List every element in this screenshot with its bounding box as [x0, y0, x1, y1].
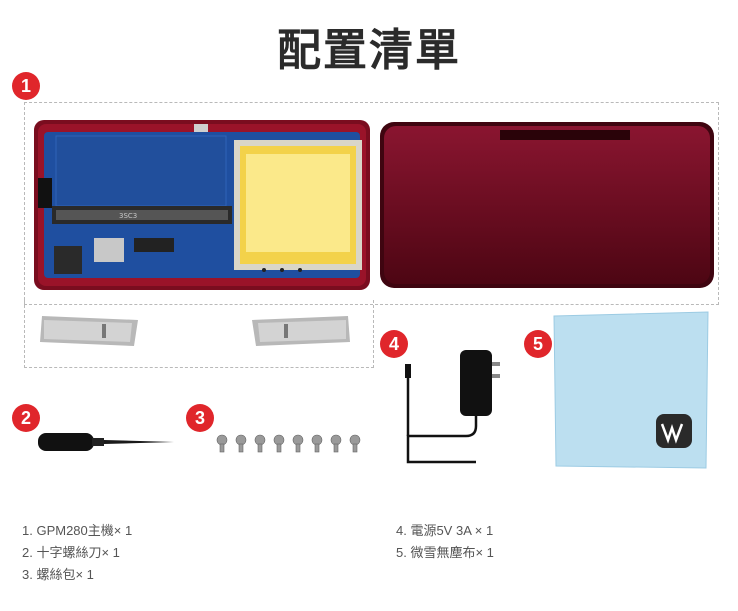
screw-pack-image [216, 434, 361, 453]
item-line-5: 5. 微雪無塵布× 1 [396, 545, 494, 560]
page-title: 配置清單 [277, 25, 461, 76]
item-line-1: 1. GPM280主機× 1 [22, 523, 133, 538]
screwdriver-image [38, 433, 174, 451]
item-list-left: 1. GPM280主機× 1 2. 十字螺絲刀× 1 3. 螺絲包× 1 [22, 520, 132, 586]
item-line-4: 4. 電源5V 3A × 1 [396, 523, 494, 538]
item-1-group-outline [24, 102, 719, 305]
pcb-slot-label: 3SC3 [119, 212, 137, 220]
item-line-3: 3. 螺絲包× 1 [22, 567, 94, 582]
badge-3: 3 [186, 404, 214, 432]
item-line-2: 2. 十字螺絲刀× 1 [22, 545, 120, 560]
badge-5: 5 [524, 330, 552, 358]
cleaning-cloth-image [553, 311, 709, 469]
badge-4: 4 [380, 330, 408, 358]
shoulder-button-right [252, 316, 350, 346]
gpm280-board-image: 3SC3 [34, 120, 370, 290]
badge-1: 1 [12, 72, 40, 100]
power-supply-image [405, 350, 500, 464]
item-1-lower-outline [24, 300, 374, 368]
badge-2: 2 [12, 404, 40, 432]
shoulder-button-left [40, 316, 138, 346]
gpm280-shell-image [380, 122, 714, 288]
item-list-right: 4. 電源5V 3A × 1 5. 微雪無塵布× 1 [396, 520, 494, 564]
